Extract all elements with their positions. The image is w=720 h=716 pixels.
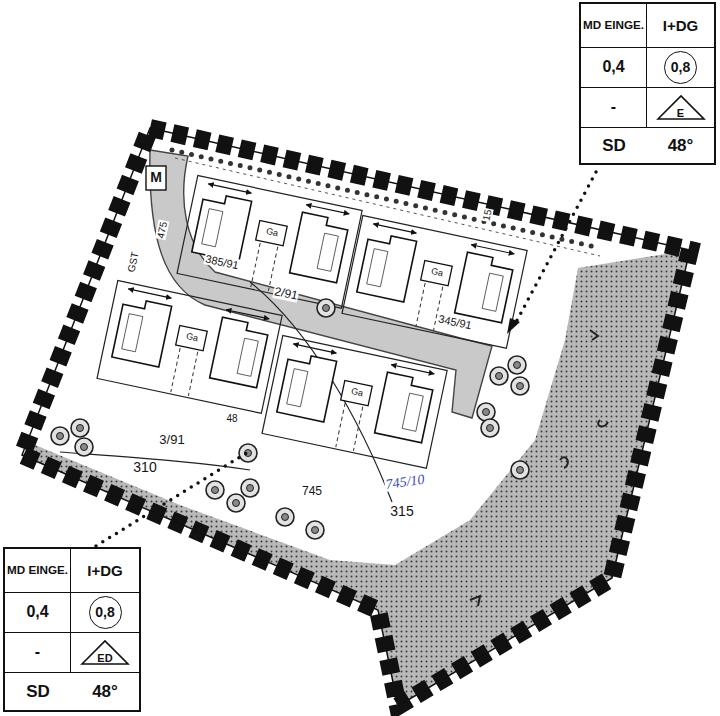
building-type: E [656, 108, 706, 119]
zoning-table: MD EINGE. I+DG 0,4 0,8 - ED SD 48° [3, 547, 141, 712]
table-cell: E [647, 88, 714, 128]
green-scribble [470, 330, 608, 606]
plan-label: 315 [389, 504, 414, 519]
table-cell: MD EINGE. [581, 4, 647, 48]
house-pair [177, 176, 362, 309]
table-text: - [611, 99, 616, 116]
plan-label: 745 [301, 485, 323, 498]
plan-label: 3/91 [158, 433, 185, 447]
table-cell: 48° [71, 673, 139, 710]
plan-label: M [149, 170, 163, 185]
leader-line [96, 452, 248, 546]
floor-area-ratio: 0,8 [664, 51, 697, 84]
house-pair [262, 336, 447, 469]
table-cell: - [581, 88, 647, 128]
table-text: MD EINGE. [583, 19, 644, 31]
plan-label: 310 [132, 460, 157, 475]
table-cell: - [5, 633, 71, 673]
table-text: I+DG [87, 563, 122, 579]
table-text: 0,4 [602, 59, 624, 76]
leader-line [514, 172, 596, 326]
waste-point-box [146, 166, 166, 190]
table-cell: SD [5, 673, 71, 710]
table-cell: SD [581, 128, 647, 163]
table-text: SD [26, 683, 50, 701]
table-cell: 48° [647, 128, 714, 163]
house-pair [342, 216, 527, 349]
table-text: I+DG [663, 18, 698, 34]
tree-symbols [51, 299, 529, 539]
plan-label: 745/10 [384, 472, 427, 493]
table-text: 0,4 [26, 604, 48, 621]
table-cell: 0,4 [581, 48, 647, 88]
table-text: - [35, 644, 40, 661]
plan-label: 48 [225, 413, 238, 424]
table-cell: ED [71, 633, 139, 673]
table-text: 48° [668, 137, 694, 155]
house-pair [97, 281, 282, 414]
plan-label: 15 [480, 207, 493, 222]
table-cell: 0,4 [5, 593, 71, 633]
table-cell: 0,8 [647, 48, 714, 88]
table-cell: MD EINGE. [5, 549, 71, 593]
plan-label: GST [125, 250, 140, 274]
table-cell: I+DG [647, 4, 714, 48]
leader-arrow [507, 318, 520, 334]
floor-area-ratio: 0,8 [89, 596, 122, 629]
table-text: MD EINGE. [7, 564, 68, 576]
zoning-table: MD EINGE. I+DG 0,4 0,8 - E SD 48° [579, 2, 716, 165]
building-type: ED [80, 653, 130, 664]
table-cell: I+DG [71, 549, 139, 593]
table-text: SD [602, 137, 626, 155]
table-text: 48° [92, 683, 118, 701]
table-cell: 0,8 [71, 593, 139, 633]
